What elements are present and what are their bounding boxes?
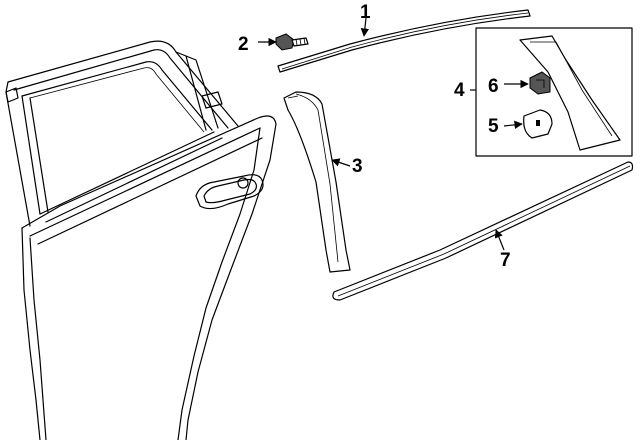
leader-5	[503, 120, 523, 130]
part-4-pillar-kit-box	[475, 27, 633, 157]
part-1-roof-molding	[277, 9, 531, 73]
leader-1	[360, 17, 370, 37]
callout-labels: 1 2 3 4 5 6 7	[238, 2, 511, 271]
callout-3: 3	[352, 156, 363, 177]
part-3-pillar-applique	[283, 91, 351, 273]
leader-lines	[258, 17, 529, 251]
callout-4: 4	[454, 80, 465, 101]
part-2-screw	[275, 33, 309, 51]
callout-7: 7	[500, 250, 511, 271]
callout-5: 5	[488, 116, 499, 137]
leader-7	[494, 229, 505, 251]
callout-1: 1	[360, 2, 371, 23]
rear-door-shell	[5, 40, 277, 440]
leader-3	[331, 158, 351, 167]
part-7-belt-molding	[332, 161, 634, 301]
callout-2: 2	[238, 34, 249, 55]
callout-6: 6	[488, 76, 499, 97]
